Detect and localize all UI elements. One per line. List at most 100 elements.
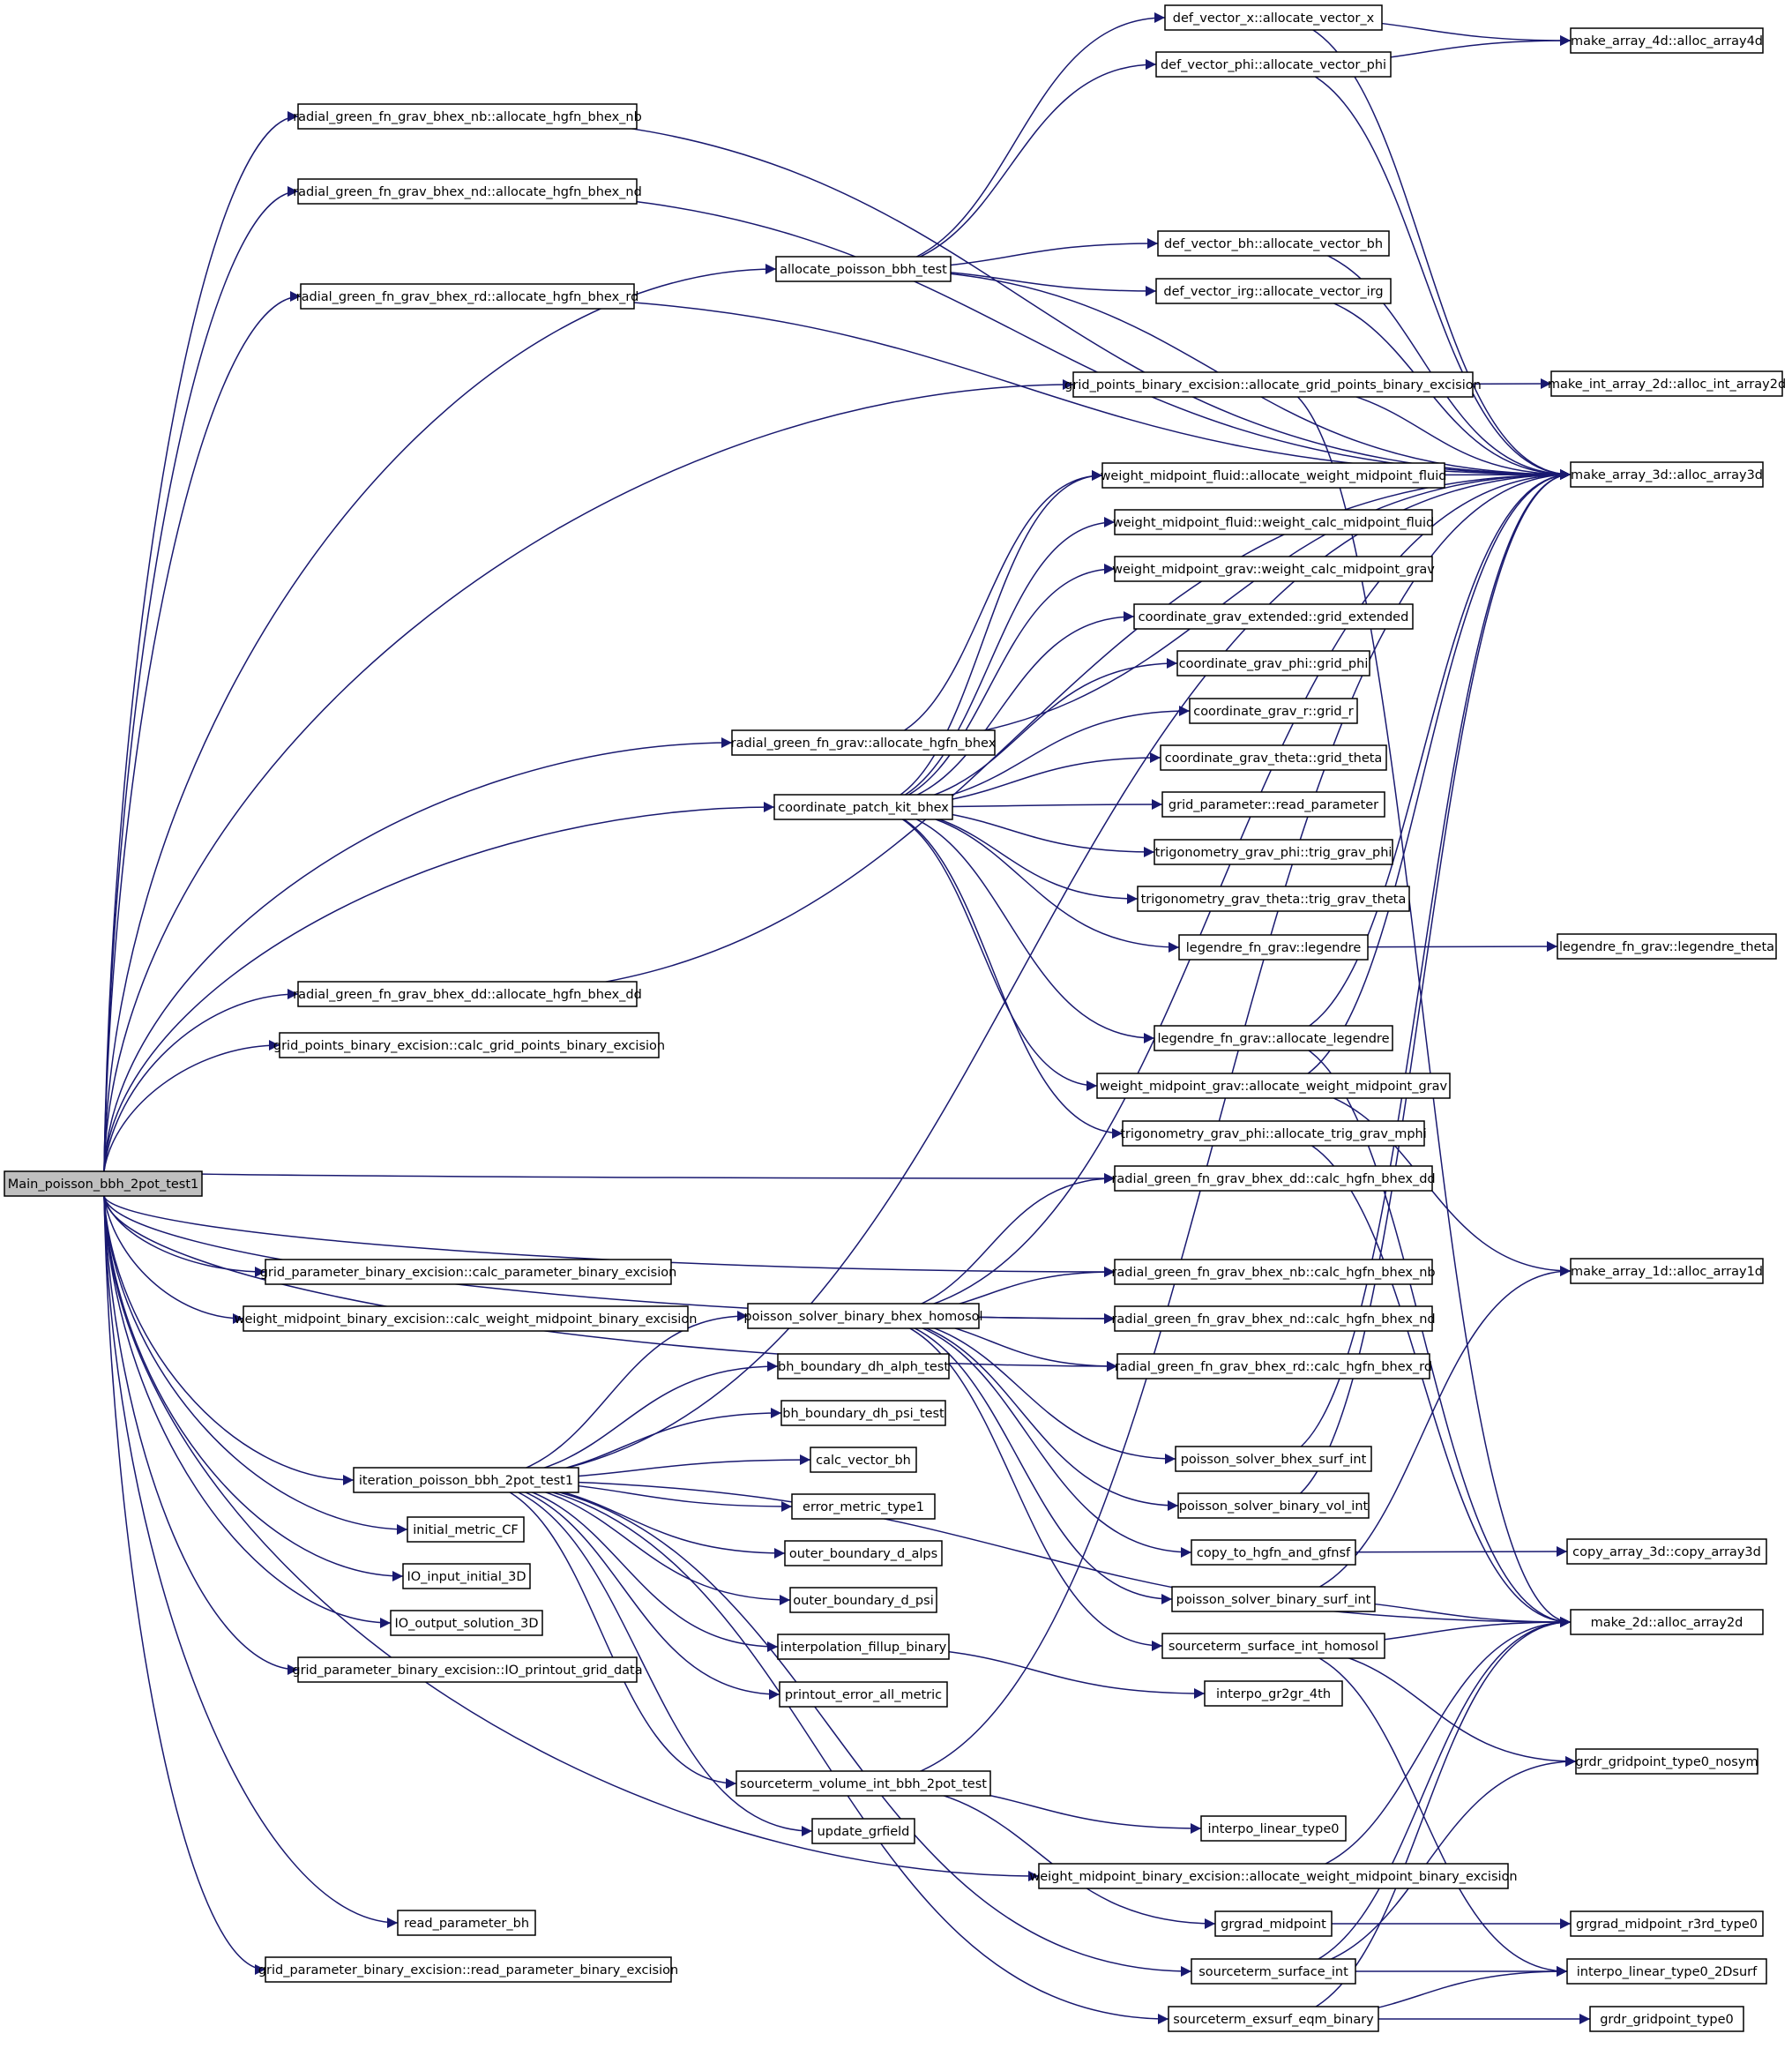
node-src-exsurf[interactable]: sourceterm_exsurf_eqm_binary xyxy=(1168,2006,1379,2032)
node-trig-theta[interactable]: trigonometry_grav_theta::trig_grav_theta xyxy=(1137,886,1410,912)
node-bh-alph[interactable]: bh_boundary_dh_alph_test xyxy=(777,1353,950,1379)
node-box xyxy=(353,1467,579,1493)
node-grgrad[interactable]: grgrad_midpoint xyxy=(1214,1910,1333,1937)
node-rgnb-alloc[interactable]: radial_green_fn_grav_bhex_nb::allocate_h… xyxy=(293,103,642,130)
node-label: weight_midpoint_binary_excision::calc_we… xyxy=(235,1312,698,1327)
node-alloc1d[interactable]: make_array_1d::alloc_array1d xyxy=(1570,1258,1764,1284)
node-label: outer_boundary_d_alps xyxy=(789,1547,937,1561)
node-interp-fill[interactable]: interpolation_fillup_binary xyxy=(777,1634,950,1660)
node-copy3d[interactable]: copy_array_3d::copy_array3d xyxy=(1566,1538,1767,1565)
node-read-bh[interactable]: read_parameter_bh xyxy=(397,1910,536,1936)
node-ps-bsurf[interactable]: poisson_solver_binary_surf_int xyxy=(1171,1586,1376,1612)
node-box xyxy=(407,1516,525,1543)
node-wmf-alloc[interactable]: weight_midpoint_fluid::allocate_weight_m… xyxy=(1101,462,1447,489)
node-err-metric[interactable]: error_metric_type1 xyxy=(791,1493,936,1520)
node-leg-theta[interactable]: legendre_fn_grav::legendre_theta xyxy=(1557,933,1777,960)
edge-src_homosol-to-interpo_2dsurf xyxy=(1273,1645,1568,1977)
node-gpbe-calc[interactable]: grid_points_binary_excision::calc_grid_p… xyxy=(273,1032,665,1058)
node-interpo-2dsurf[interactable]: interpo_linear_type0_2Dsurf xyxy=(1566,1958,1767,1985)
node-label: radial_green_fn_grav_bhex_nb::allocate_h… xyxy=(293,110,642,124)
node-label: radial_green_fn_grav_bhex_dd::allocate_h… xyxy=(293,988,642,1002)
node-label: grid_parameter_binary_excision::calc_par… xyxy=(260,1266,677,1280)
node-grgrad-r3rd[interactable]: grgrad_midpoint_r3rd_type0 xyxy=(1570,1910,1764,1937)
node-coord-patch[interactable]: coordinate_patch_kit_bhex xyxy=(773,794,953,820)
node-grdr-nosym[interactable]: grdr_gridpoint_type0_nosym xyxy=(1575,1748,1758,1775)
node-alloc2d[interactable]: make_2d::alloc_array2d xyxy=(1570,1609,1764,1635)
node-def-x[interactable]: def_vector_x::allocate_vector_x xyxy=(1164,4,1383,31)
node-gpbe-param-calc[interactable]: grid_parameter_binary_excision::calc_par… xyxy=(260,1259,677,1285)
node-alloc4d[interactable]: make_array_4d::alloc_array4d xyxy=(1570,27,1764,54)
node-grdr-type0[interactable]: grdr_gridpoint_type0 xyxy=(1589,2006,1744,2032)
node-wmg-calc[interactable]: weight_midpoint_grav::weight_calc_midpoi… xyxy=(1112,556,1435,582)
node-alloc3d[interactable]: make_array_3d::alloc_array3d xyxy=(1570,461,1764,488)
node-rgnb-calc[interactable]: radial_green_fn_grav_bhex_nb::calc_hgfn_… xyxy=(1111,1259,1436,1285)
node-main[interactable]: Main_poisson_bbh_2pot_test1 xyxy=(4,1170,203,1197)
node-copy-hgfn[interactable]: copy_to_hgfn_and_gfnsf xyxy=(1191,1539,1356,1566)
edge-srcvol-to-grgrad xyxy=(862,1783,1216,1929)
node-rgdd-calc[interactable]: radial_green_fn_grav_bhex_dd::calc_hgfn_… xyxy=(1111,1165,1436,1192)
node-io-input[interactable]: IO_input_initial_3D xyxy=(402,1563,531,1589)
node-box xyxy=(731,729,996,756)
node-cge[interactable]: coordinate_grav_extended::grid_extended xyxy=(1133,603,1414,630)
node-src-surf[interactable]: sourceterm_surface_int xyxy=(1191,1958,1356,1985)
node-leg[interactable]: legendre_fn_grav::legendre xyxy=(1178,934,1369,961)
node-bh-psi[interactable]: bh_boundary_dh_psi_test xyxy=(780,1400,946,1426)
node-poisson-solver[interactable]: poisson_solver_binary_bhex_homosol xyxy=(743,1303,983,1329)
node-trig-phi[interactable]: trigonometry_grav_phi::trig_grav_phi xyxy=(1154,839,1393,865)
node-gpbe-alloc[interactable]: grid_points_binary_excision::allocate_gr… xyxy=(1064,371,1482,398)
node-box xyxy=(1200,1815,1347,1842)
node-initial-metric[interactable]: initial_metric_CF xyxy=(407,1516,525,1543)
node-ps-surf[interactable]: poisson_solver_bhex_surf_int xyxy=(1175,1446,1372,1472)
node-rgdd-alloc[interactable]: radial_green_fn_grav_bhex_dd::allocate_h… xyxy=(293,981,642,1007)
node-wmbe-calc[interactable]: weight_midpoint_binary_excision::calc_we… xyxy=(235,1305,698,1332)
node-cgtheta[interactable]: coordinate_grav_theta::grid_theta xyxy=(1160,744,1387,771)
node-cgr[interactable]: coordinate_grav_r::grid_r xyxy=(1189,698,1358,724)
edge-ps_surf-to-alloc3d xyxy=(1273,469,1572,1460)
node-rgrd-alloc[interactable]: radial_green_fn_grav_bhex_rd::allocate_h… xyxy=(296,283,639,310)
node-srcvol[interactable]: sourceterm_volume_int_bbh_2pot_test xyxy=(735,1770,991,1797)
node-interpo-gr2gr[interactable]: interpo_gr2gr_4th xyxy=(1204,1680,1343,1707)
edge-def_phi-to-alloc3d xyxy=(1273,64,1572,480)
node-src-homosol[interactable]: sourceterm_surface_int_homosol xyxy=(1161,1633,1385,1659)
node-wmbe-alloc[interactable]: weight_midpoint_binary_excision::allocat… xyxy=(1029,1863,1518,1889)
node-label: printout_error_all_metric xyxy=(785,1688,942,1702)
node-box xyxy=(1550,370,1783,397)
node-label: grdr_gridpoint_type0_nosym xyxy=(1575,1755,1758,1769)
node-printout-err[interactable]: printout_error_all_metric xyxy=(779,1681,948,1708)
node-leg-alloc[interactable]: legendre_fn_grav::allocate_legendre xyxy=(1154,1025,1393,1051)
node-rg-alloc[interactable]: radial_green_fn_grav::allocate_hgfn_bhex xyxy=(731,729,997,756)
node-interpo-lin[interactable]: interpo_linear_type0 xyxy=(1200,1815,1347,1842)
node-wmg-alloc[interactable]: weight_midpoint_grav::allocate_weight_mi… xyxy=(1096,1073,1451,1099)
node-io-output[interactable]: IO_output_solution_3D xyxy=(390,1610,543,1636)
node-def-phi[interactable]: def_vector_phi::allocate_vector_phi xyxy=(1155,51,1392,78)
node-gp-read[interactable]: grid_parameter::read_parameter xyxy=(1161,791,1385,818)
edge-rg_alloc-to-wmf_alloc xyxy=(862,470,1103,744)
edge-poisson_solver-to-rgdd_calc xyxy=(862,1173,1116,1317)
node-trig-alloc[interactable]: trigonometry_grav_phi::allocate_trig_gra… xyxy=(1120,1120,1427,1147)
node-io-printout[interactable]: grid_parameter_binary_excision::IO_print… xyxy=(292,1656,643,1683)
node-def-bh[interactable]: def_vector_bh::allocate_vector_bh xyxy=(1157,230,1390,257)
node-alloc-poisson[interactable]: allocate_poisson_bbh_test xyxy=(775,256,952,282)
node-label: coordinate_grav_phi::grid_phi xyxy=(1179,657,1369,671)
node-def-irg[interactable]: def_vector_irg::allocate_vector_irg xyxy=(1155,278,1392,304)
node-label: poisson_solver_bhex_surf_int xyxy=(1181,1453,1367,1467)
node-calc-vec-bh[interactable]: calc_vector_bh xyxy=(810,1447,917,1473)
node-update[interactable]: update_grfield xyxy=(811,1818,915,1844)
node-outer-alps[interactable]: outer_boundary_d_alps xyxy=(784,1540,943,1566)
node-ps-vol[interactable]: poisson_solver_binary_vol_int xyxy=(1177,1492,1370,1519)
node-read-param-be[interactable]: grid_parameter_binary_excision::read_par… xyxy=(258,1956,678,1983)
node-rgnd-alloc[interactable]: radial_green_fn_grav_bhex_nd::allocate_h… xyxy=(293,178,642,205)
edge-main-to-io_output xyxy=(103,1195,392,1628)
node-label: initial_metric_CF xyxy=(413,1523,519,1537)
node-cgphi[interactable]: coordinate_grav_phi::grid_phi xyxy=(1176,650,1370,677)
node-box xyxy=(1161,791,1385,818)
node-label: def_vector_x::allocate_vector_x xyxy=(1173,11,1375,26)
node-label: grid_parameter_binary_excision::read_par… xyxy=(258,1963,678,1978)
node-iteration[interactable]: iteration_poisson_bbh_2pot_test1 xyxy=(353,1467,579,1493)
node-rgrd-calc[interactable]: radial_green_fn_grav_bhex_rd::calc_hgfn_… xyxy=(1115,1353,1432,1379)
node-rgnd-calc[interactable]: radial_green_fn_grav_bhex_nd::calc_hgfn_… xyxy=(1111,1305,1436,1332)
node-outer-psi[interactable]: outer_boundary_d_psi xyxy=(789,1587,937,1613)
node-wmf-calc[interactable]: weight_midpoint_fluid::weight_calc_midpo… xyxy=(1113,509,1434,535)
node-alloc-int2d[interactable]: make_int_array_2d::alloc_int_array2d xyxy=(1548,370,1786,397)
node-label: grgrad_midpoint xyxy=(1221,1918,1326,1932)
